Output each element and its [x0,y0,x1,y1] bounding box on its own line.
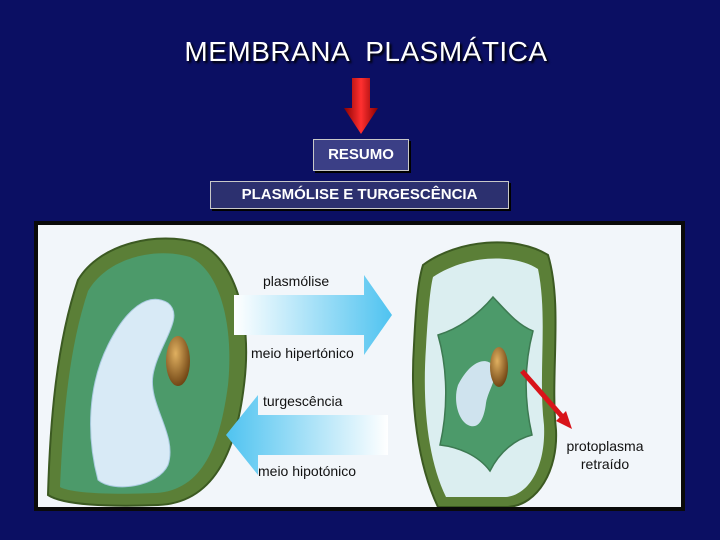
label-retracted-line1: protoplasma [566,438,644,454]
nucleus-left [166,336,190,386]
label-hypotonic: meio hipotónico [258,463,357,479]
label-hypertonic: meio hipertónico [251,345,354,361]
summary-box: RESUMO [313,139,409,171]
diagram-panel: plasmólise meio hipertónico turgescência… [34,221,685,511]
vacuole-right [456,361,496,427]
label-retracted-protoplasm: protoplasma retraído [558,437,652,473]
retracted-pointer-icon [520,369,572,429]
turgescence-arrow [226,395,388,475]
cell-diagram [46,237,572,507]
label-plasmolysis: plasmólise [263,273,330,289]
down-arrow-icon [344,78,378,134]
label-retracted-line2: retraído [580,456,630,472]
topic-box: PLASMÓLISE E TURGESCÊNCIA [210,181,509,209]
plasmolysed-cell [412,241,558,507]
slide-title: MEMBRANA PLASMÁTICA [184,36,548,67]
vacuole-left [90,298,175,488]
plasmolysis-arrow [234,275,392,355]
nucleus-right [490,347,508,387]
label-turgescence: turgescência [263,393,343,409]
turgid-cell [46,237,248,507]
